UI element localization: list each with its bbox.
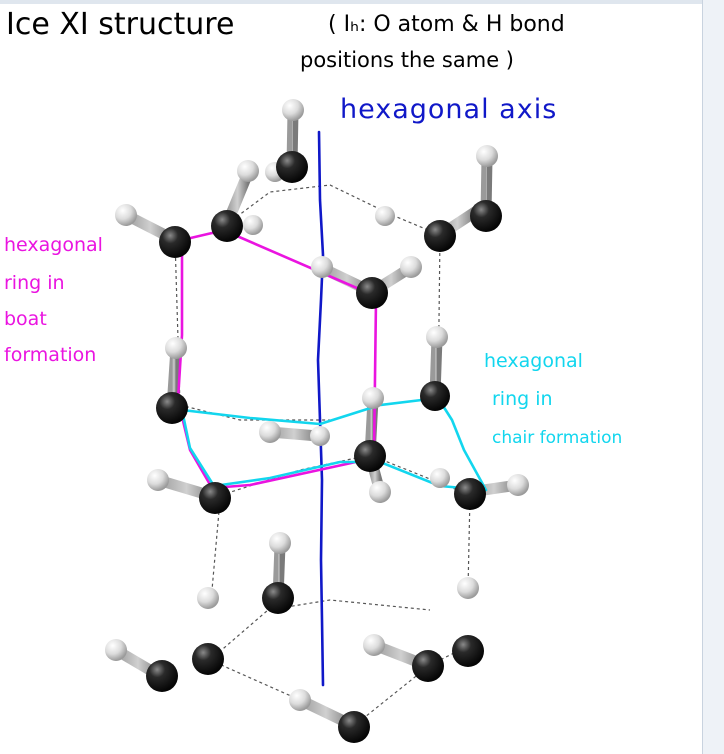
hexagonal-axis-line xyxy=(316,130,325,687)
boat-ring-outline xyxy=(176,231,378,490)
chair-ring-outline xyxy=(180,396,488,492)
window-right-edge xyxy=(702,0,724,754)
boat-label-line-2: ring in xyxy=(4,272,65,294)
subtitle-line-1: ( Iₕ: O atom & H bond xyxy=(328,12,565,37)
hexagonal-axis-label: hexagonal axis xyxy=(340,94,558,125)
chair-label-line-3: chair formation xyxy=(492,428,623,448)
window-top-edge xyxy=(0,0,724,4)
boat-label-line-3: boat xyxy=(4,308,47,330)
chair-label-line-2: ring in xyxy=(492,388,553,410)
boat-label-line-1: hexagonal xyxy=(4,234,103,256)
subtitle-line-2: positions the same ) xyxy=(300,48,514,72)
oxygen-atoms xyxy=(146,151,502,743)
diagram-title: Ice XI structure xyxy=(6,7,235,42)
boat-label-line-4: formation xyxy=(4,344,97,366)
chair-label-line-1: hexagonal xyxy=(484,350,583,372)
